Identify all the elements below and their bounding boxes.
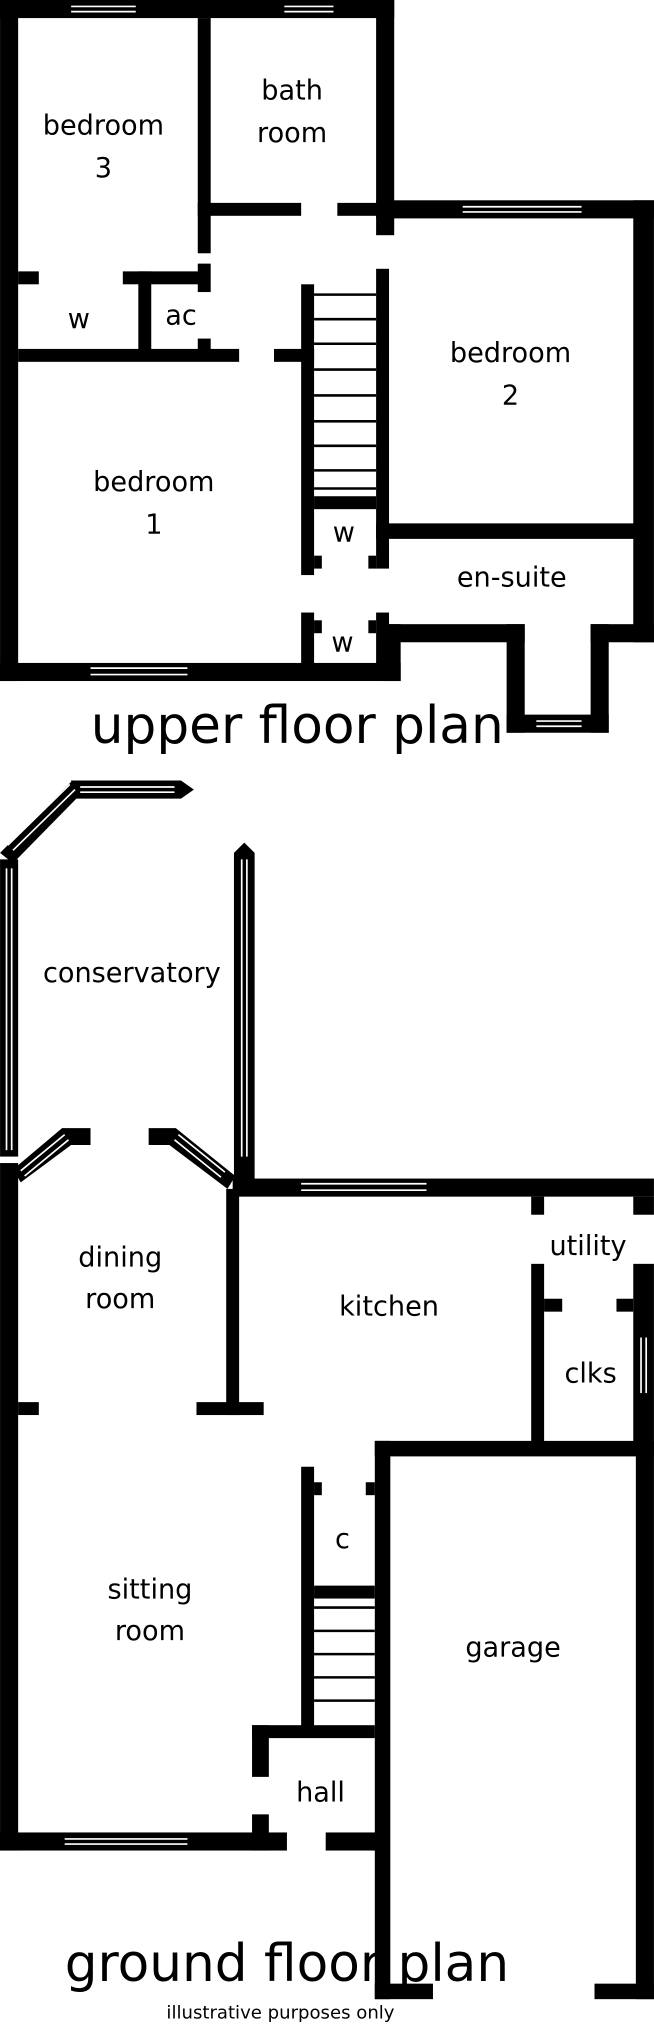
disclaimer-note: illustrative purposes only: [166, 2003, 394, 2024]
room-label-en-suite: en-suite: [457, 563, 567, 594]
room-label-utility: utility: [549, 1231, 626, 1262]
room-label-wardrobe: w: [331, 627, 353, 658]
room-label-hall: hall: [296, 1777, 345, 1808]
upper-floor-title: upper floor plan: [91, 696, 504, 756]
stair-treads-ground: [314, 1606, 375, 1702]
stair-treads-upper: [314, 293, 377, 490]
ground-floor-title: ground floor plan: [65, 1934, 509, 1994]
room-label-kitchen: kitchen: [339, 1292, 439, 1323]
room-label-garage: garage: [465, 1633, 561, 1664]
ground-floor-walls: [0, 780, 654, 2000]
room-label-cupboard: c: [335, 1524, 350, 1555]
room-label-wardrobe: w: [333, 517, 355, 548]
ground-floor-windows: [5, 783, 648, 1845]
upper-floor-walls: [0, 0, 654, 733]
room-label-wardrobe: w: [68, 304, 90, 335]
room-label-clks: clks: [564, 1359, 616, 1390]
room-label-airing-cupboard: ac: [165, 300, 197, 331]
upper-floor-windows: [71, 5, 582, 728]
room-label-conservatory: conservatory: [43, 958, 221, 989]
